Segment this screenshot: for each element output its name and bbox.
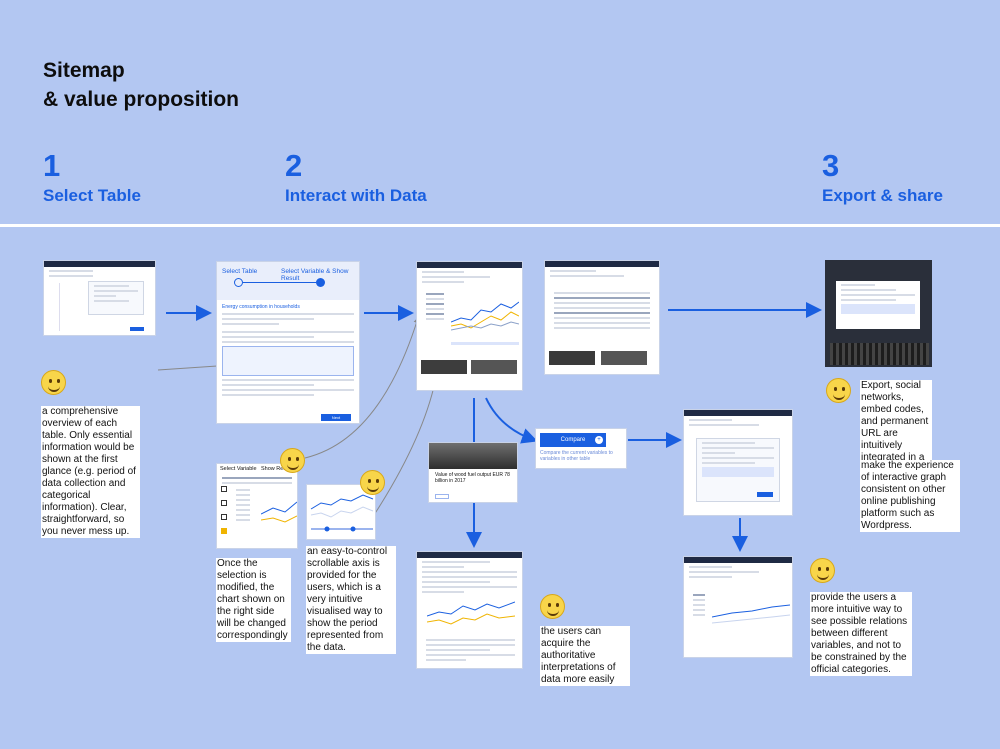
variable-panel-graph (261, 501, 297, 523)
screen2-heading: Energy consumption in households (222, 304, 300, 310)
screen-chart-view (416, 261, 523, 391)
scroll-axis-panel (306, 484, 376, 540)
title-line-2: & value proposition (43, 88, 240, 111)
smile-emoji-icon (826, 378, 851, 403)
plus-icon: + (595, 436, 603, 444)
section-divider (0, 224, 1000, 227)
note-scroll-axis: an easy-to-control scrollable axis is pr… (306, 546, 396, 654)
step-2-number: 2 (285, 148, 303, 183)
screen-select-variable: Select Table Select Variable & Show Resu… (216, 261, 360, 424)
compare-card: Compare + Compare the current variables … (535, 428, 627, 469)
screen-table-view (544, 260, 660, 375)
step-2-label: Interact with Data (285, 186, 427, 205)
smile-emoji-icon (360, 470, 385, 495)
value-card: Value of wood fuel output EUR 78 billion… (428, 442, 518, 503)
step-1-label: Select Table (43, 186, 141, 205)
screen-compare (683, 409, 793, 516)
chart-view-graph (451, 301, 519, 331)
smile-emoji-icon (810, 558, 835, 583)
note-interpretation: the users can acquire the authoritative … (540, 626, 630, 686)
interpretation-graph (427, 601, 515, 625)
smile-emoji-icon (280, 448, 305, 473)
screen2-next-button: Next (321, 414, 351, 421)
step-3-label: Export & share (822, 186, 943, 205)
screen-interpretation (416, 551, 523, 669)
relations-graph (712, 604, 790, 624)
variable-panel-col2: Show Res (261, 466, 287, 472)
note-consistency: make the experience of interactive graph… (860, 460, 960, 532)
screen-select-table (43, 260, 156, 336)
step-1: 1 Select Table (43, 148, 141, 206)
step-3: 3 Export & share (822, 148, 943, 206)
smile-emoji-icon (41, 370, 66, 395)
screen-relations (683, 556, 793, 658)
variable-panel: Select Variable Show Res (216, 463, 298, 549)
value-card-text: Value of wood fuel output EUR 78 billion… (435, 472, 510, 484)
compare-button: Compare + (540, 433, 606, 447)
screen-export-modal (825, 260, 932, 367)
smile-emoji-icon (540, 594, 565, 619)
title-line-1: Sitemap (43, 59, 125, 82)
compare-button-label: Compare (560, 437, 586, 443)
step-2: 2 Interact with Data (285, 148, 427, 206)
step-3-number: 3 (822, 148, 840, 183)
page-title: Sitemap & value proposition (43, 56, 239, 114)
variable-panel-col1: Select Variable (220, 466, 257, 472)
compare-card-text: Compare the current variables to variabl… (540, 450, 613, 462)
note-overview: a comprehensive overview of each table. … (41, 406, 140, 538)
connector-2 (304, 317, 420, 459)
step-1-number: 1 (43, 148, 61, 183)
note-relations: provide the users a more intuitive way t… (810, 592, 912, 676)
tab-select-variable: Select Variable & Show Result (281, 268, 349, 282)
arrow-to-compare (485, 397, 538, 444)
note-selection-change: Once the selection is modified, the char… (216, 558, 291, 642)
scroll-axis-graph (310, 494, 374, 532)
tab-select-table: Select Table (222, 268, 258, 275)
